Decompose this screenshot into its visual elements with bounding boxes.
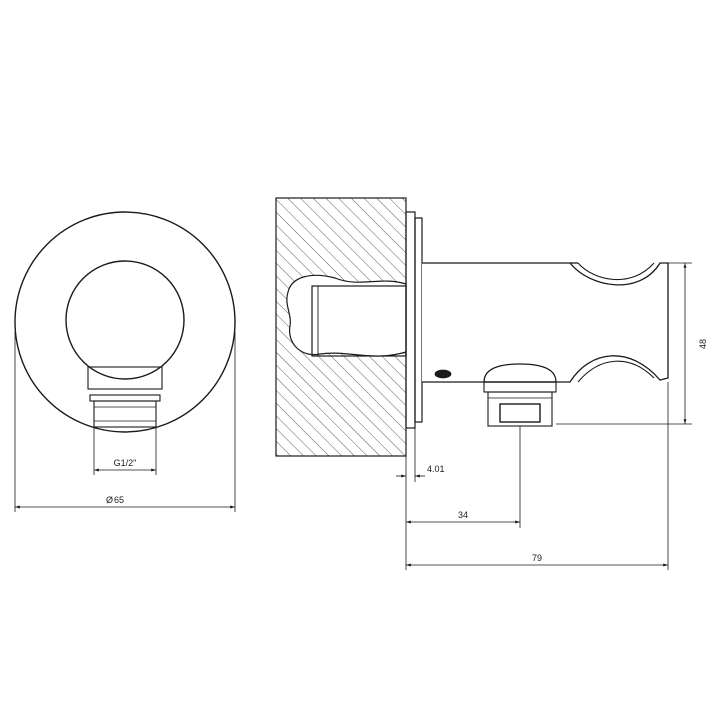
- height-dimension: 48: [556, 262, 708, 425]
- front-inner-circle: [65, 260, 185, 380]
- front-view: G1/2" Ø 65: [14, 211, 236, 512]
- body-oval: [434, 369, 452, 379]
- outlet-distance-label: 34: [458, 510, 468, 520]
- diameter-dimension: Ø 65: [14, 332, 236, 512]
- wall-section: [275, 197, 407, 457]
- diameter-symbol: Ø: [106, 495, 113, 505]
- side-view: 48 4.01 34 79: [275, 197, 708, 570]
- flange-thickness-label: 4.01: [427, 464, 445, 474]
- outlet-fitting: [483, 363, 557, 427]
- body-outline: [422, 262, 669, 383]
- thread-dimension-label: G1/2": [114, 458, 137, 468]
- diameter-dimension-label: 65: [114, 495, 124, 505]
- height-dimension-label: 48: [698, 339, 708, 349]
- total-length-dimension: 79: [406, 382, 669, 570]
- flange: [405, 211, 423, 429]
- total-length-label: 79: [532, 553, 542, 563]
- front-thread-fitting: [87, 366, 163, 428]
- body: [422, 262, 669, 383]
- wall-cavity: [286, 274, 407, 357]
- front-outer-circle: [14, 211, 236, 433]
- thread-dimension: G1/2": [93, 427, 157, 475]
- outlet-distance-dimension: 34: [405, 426, 521, 570]
- flange-thickness-dimension: 4.01: [396, 428, 445, 482]
